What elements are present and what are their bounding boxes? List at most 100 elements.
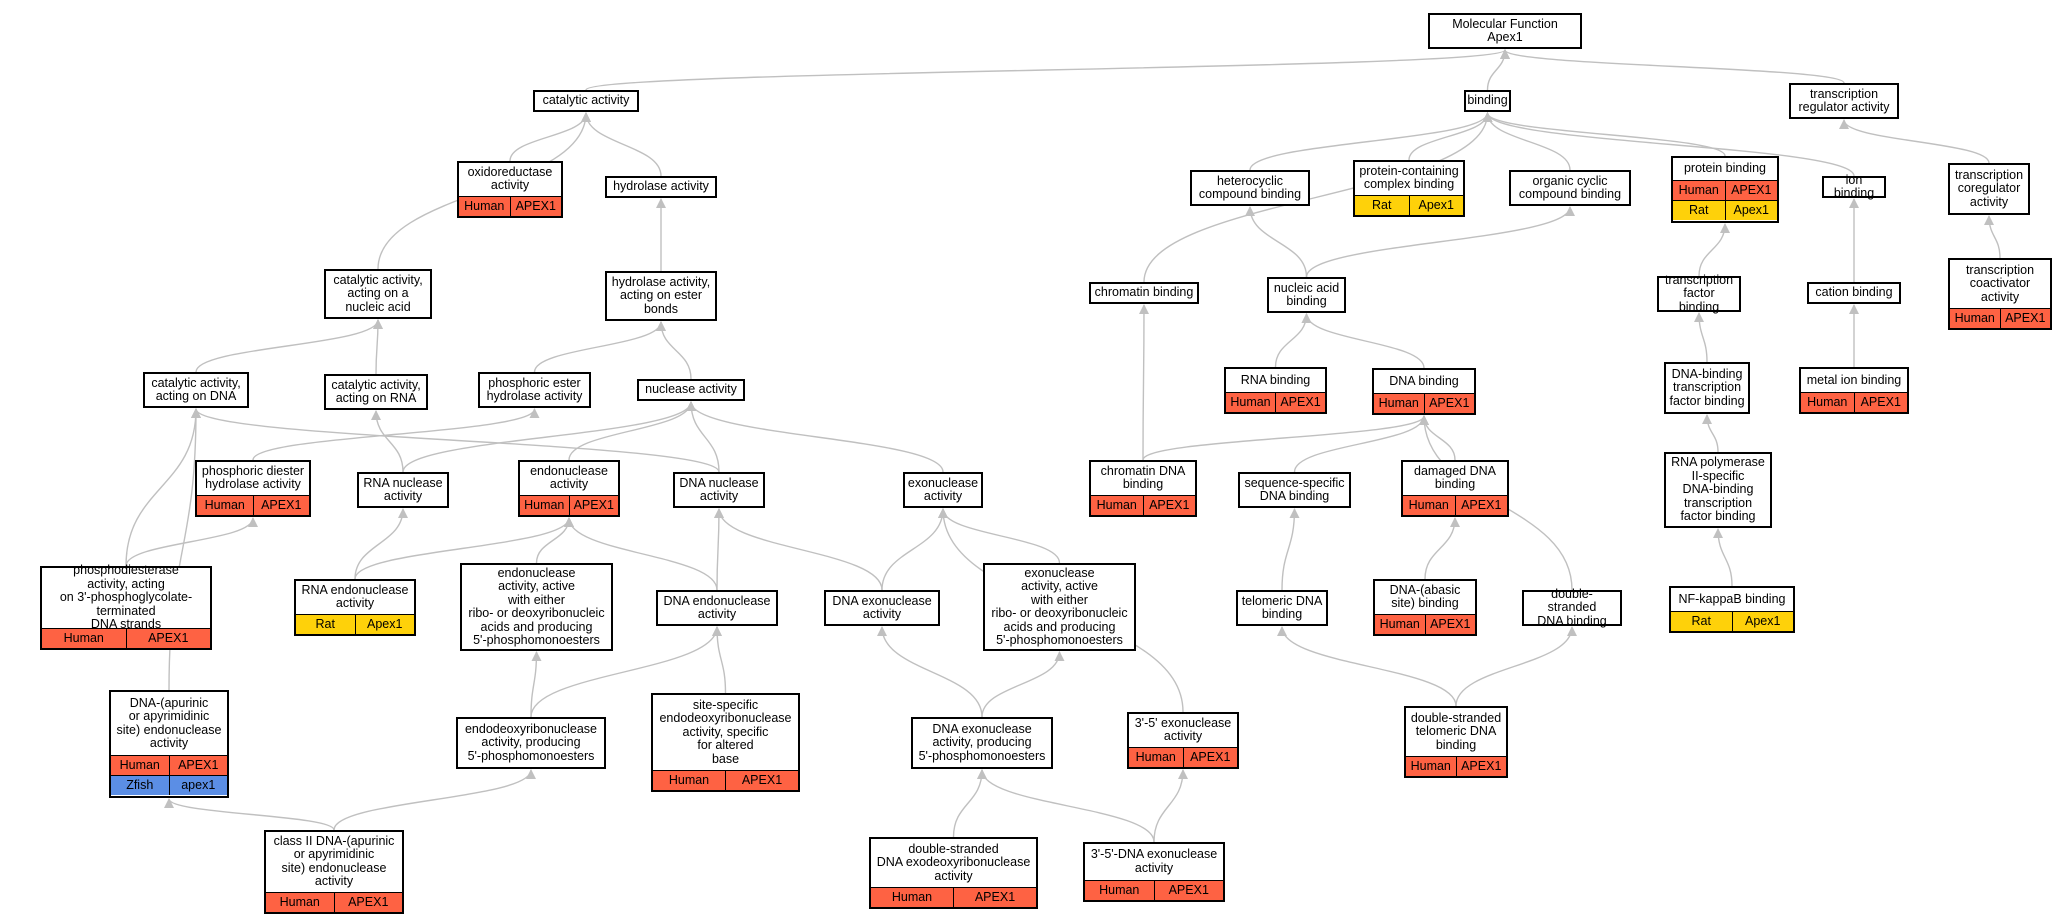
edge-phosdiester-to-phosester [252,408,540,461]
go-term-label: 3'-5' exonuclease activity [1134,715,1232,744]
edge-dnabtfb-to-tfb [1694,312,1708,363]
go-term-heterocyclic[interactable]: heterocyclic compound binding [1190,170,1310,206]
go-term-carna[interactable]: catalytic activity, acting on RNA [324,374,428,410]
edge-dstelo-to-dsdna [1455,626,1577,707]
go-term-exonuclease[interactable]: exonuclease activity [903,472,983,508]
edge-nuclease-to-hydester [656,321,692,380]
go-term-dsexodeoxy[interactable]: double-stranded DNA exodeoxyribonuclease… [869,837,1038,909]
go-term-rnanuclease[interactable]: RNA nuclease activity [357,472,449,508]
edge-dnaexoprod-to-exoactive [981,651,1065,718]
gene-label: APEX1 [1423,393,1475,413]
go-term-ion[interactable]: ion binding [1822,173,1886,200]
go-term-exoactive[interactable]: exonuclease activity, active with either… [983,563,1136,651]
go-term-dsdna[interactable]: double-stranded DNA binding [1522,587,1622,628]
gene-label: APEX1 [953,887,1036,907]
go-term-chromatin[interactable]: chromatin binding [1089,282,1199,304]
go-term-seqspec[interactable]: sequence-specific DNA binding [1238,472,1351,508]
go-term-hydester[interactable]: hydrolase activity, acting on ester bond… [605,271,717,321]
go-term-dnaexo[interactable]: DNA exonuclease activity [824,590,940,626]
go-term-cadna[interactable]: catalytic activity, acting on DNA [143,372,249,408]
edge-dnaexo-to-exonuclease [881,508,948,591]
go-term-label: DNA-binding transcription factor binding [1669,366,1745,408]
go-term-label: nuclease activity [645,382,737,397]
species-label: Human [63,630,104,645]
go-term-phosester[interactable]: phosphoric ester hydrolase activity [478,372,591,408]
go-term-hydrolase[interactable]: hydrolase activity [605,176,717,198]
go-term-label: RNA nuclease activity [363,475,443,503]
edge-exo35dna-to-exo35 [1153,769,1188,843]
go-term-tfb[interactable]: transcription factor binding [1657,273,1741,314]
go-term-label: sequence-specific DNA binding [1244,475,1345,503]
go-term-mf[interactable]: Molecular Function Apex1 [1428,13,1582,49]
edge-oxido-to-catalytic [509,112,591,162]
go-term-rnapol[interactable]: RNA polymerase II-specific DNA-binding t… [1664,452,1772,528]
go-term-nucleicacid[interactable]: nucleic acid binding [1267,277,1346,313]
go-term-dnaendo[interactable]: DNA endonuclease activity [656,590,778,626]
go-term-telomeric[interactable]: telomeric DNA binding [1236,590,1328,626]
go-term-dnanuclease[interactable]: DNA nuclease activity [673,472,765,508]
go-term-canucleic[interactable]: catalytic activity, acting on a nucleic … [324,269,432,319]
edge-rnaendo-to-rnanuclease [354,508,408,580]
go-term-label: chromatin DNA binding [1100,463,1186,492]
go-term-binding[interactable]: binding [1464,90,1511,112]
go-term-catalytic[interactable]: catalytic activity [533,90,639,112]
go-term-nuclease[interactable]: nuclease activity [637,379,745,401]
go-term-apendo[interactable]: DNA-(apurinic or apyrimidinic site) endo… [109,690,229,798]
go-term-classii[interactable]: class II DNA-(apurinic or apyrimidinic s… [264,830,404,914]
go-term-label: phosphodiesterase activity, acting on 3'… [59,563,193,631]
gene-label: APEX1 [168,756,228,775]
gene-label: APEX1 [509,196,562,216]
go-term-endoactive[interactable]: endonuclease activity, active with eithe… [460,563,613,651]
edge-heterocyclic-to-binding [1249,112,1493,171]
go-term-tcra[interactable]: transcription coregulator activity [1948,163,2030,215]
species-label: Human [1954,310,1995,325]
go-term-sitespec[interactable]: site-specific endodeoxyribonuclease acti… [651,693,800,792]
go-term-dnabtfb[interactable]: DNA-binding transcription factor binding [1664,362,1750,414]
go-term-label: RNA polymerase II-specific DNA-binding t… [1671,455,1765,524]
go-term-phosdiesterase[interactable]: phosphodiesterase activity, acting on 3'… [40,563,212,650]
edge-ion-to-binding [1482,112,1855,177]
go-term-cation[interactable]: cation binding [1807,282,1901,304]
go-term-tra[interactable]: transcription regulator activity [1789,83,1899,119]
species-gene-row: Human APEX1 [871,886,1036,907]
edge-rnaendo-to-endonuclease [354,517,574,580]
go-term-dnaexoprod[interactable]: DNA exonuclease activity, producing 5'-p… [911,717,1053,769]
edge-chromdna-to-dnabinding [1142,415,1429,461]
go-term-organic[interactable]: organic cyclic compound binding [1509,170,1631,206]
go-term-label: binding [1467,93,1508,108]
go-term-endodeoxy[interactable]: endodeoxyribonuclease activity, producin… [456,717,606,769]
gene-label: Apex1 [1408,195,1464,215]
edge-exoactive-to-exonuclease [938,508,1061,564]
edge-tcra-to-tra [1839,119,1990,164]
edge-exonuclease-to-nuclease [686,401,944,473]
gene-label: APEX1 [1454,495,1508,515]
species-label: Human [891,889,933,904]
go-term-label: double-stranded telomeric DNA binding [1410,710,1502,752]
gene-label: APEX1 [568,495,619,515]
species-label: Human [204,497,245,512]
